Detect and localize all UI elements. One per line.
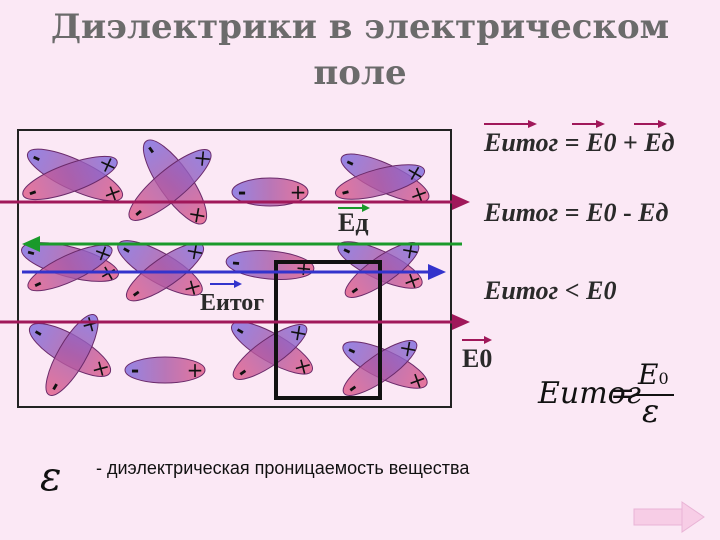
formula-numerator: E0	[638, 358, 669, 391]
formula-eq: =	[610, 376, 636, 411]
eq1-term2: Eд	[644, 128, 675, 157]
dipole-molecule: -+	[231, 177, 309, 207]
ed-field-line	[22, 236, 462, 252]
next-slide-button[interactable]	[632, 500, 708, 534]
eq1-op2: +	[622, 128, 638, 157]
negative-charge: -	[238, 180, 246, 204]
eq2-term1: E0	[586, 198, 617, 227]
label-vector-arrows	[210, 204, 492, 344]
dipole-molecule: -×	[334, 159, 426, 204]
negative-charge: -	[131, 358, 139, 382]
positive-charge: +	[294, 255, 313, 280]
positive-charge: +	[290, 180, 307, 204]
e0-field-lines	[0, 194, 470, 330]
gauss-rectangle	[274, 260, 382, 400]
permittivity-note: - диэлектрическая проницаемость вещества	[96, 458, 470, 478]
epsilon-symbol: ε	[40, 454, 61, 500]
fraction-bar	[636, 394, 674, 396]
positive-charge: +	[187, 358, 204, 382]
dipole-molecule: -×	[22, 150, 120, 204]
equation-vector-arrows	[484, 120, 667, 128]
eq2-op2: -	[622, 198, 632, 227]
eq1-op1: =	[564, 128, 580, 157]
eq2-lhs: Eитог	[484, 198, 559, 227]
eq2-term2: Eд	[638, 198, 669, 227]
dipole-molecule: -+	[225, 250, 315, 281]
title-line-1: Диэлектрики в электрическом	[50, 7, 670, 47]
dipole-molecule: -×	[42, 311, 105, 396]
dipole-molecule: -+	[124, 356, 206, 384]
title-line-2: поле	[313, 53, 407, 93]
molecules-group: -×-×-×-×-+-×-×-×-×-×-×-+-×-×-×-×-+-×-×-×…	[21, 139, 432, 400]
permittivity-formula: Eитог = E0 ε	[538, 358, 678, 432]
label-eitog: Eитог	[200, 290, 265, 316]
eq2-op1: =	[564, 198, 580, 227]
eq3-lhs: Eитог	[484, 276, 559, 305]
eq1-term1: E0	[586, 128, 617, 157]
formula-denominator: ε	[642, 392, 660, 430]
arrow-right-icon	[633, 501, 705, 533]
equation-2: Eитог = E0 - Eд	[484, 198, 668, 228]
equation-1: Eитог = E0 + Eд	[484, 128, 675, 158]
dielectric-box	[17, 129, 452, 408]
eq3-op1: <	[564, 276, 580, 305]
eq1-lhs: Eитог	[484, 128, 559, 157]
page-title: Диэлектрики в электрическом поле	[0, 4, 720, 96]
positive-charge: ×	[404, 159, 426, 187]
negative-charge: -	[231, 250, 241, 275]
formula-lhs: Eитог	[538, 376, 641, 411]
positive-charge: ×	[96, 150, 120, 178]
equation-3: Eитог < E0	[484, 276, 616, 306]
eq3-term1: E0	[586, 276, 617, 305]
label-e0: E0	[462, 344, 493, 373]
label-ed: Eд	[338, 208, 369, 237]
eitog-field-line	[22, 264, 446, 280]
